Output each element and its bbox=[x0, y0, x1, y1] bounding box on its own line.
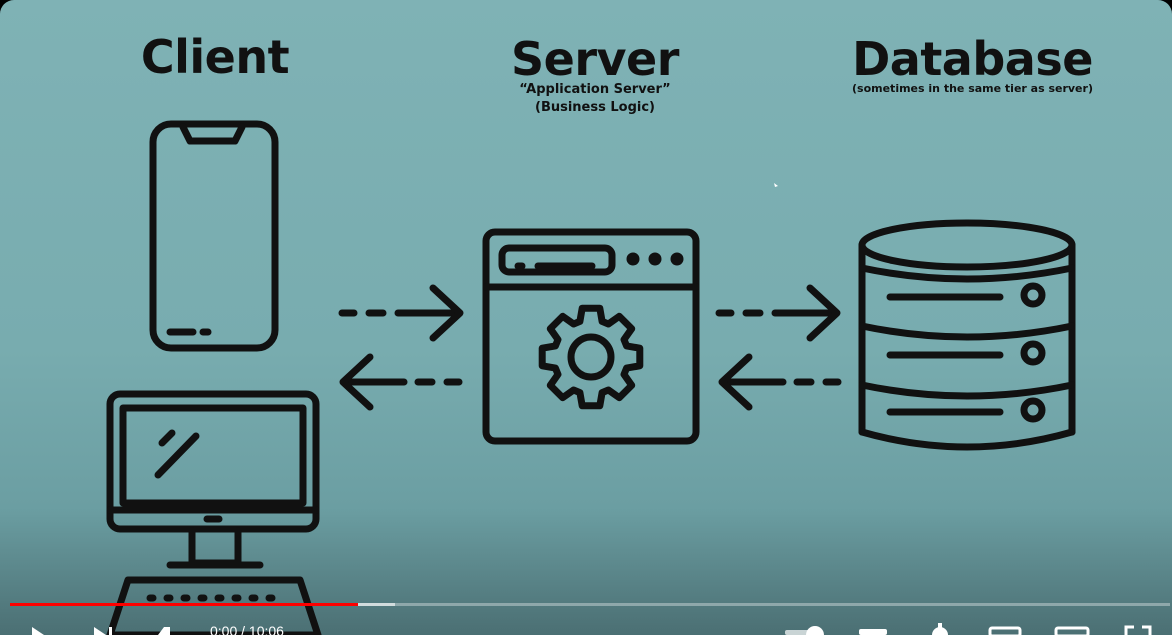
settings-gear-icon[interactable] bbox=[926, 623, 954, 635]
play-icon[interactable] bbox=[30, 627, 48, 635]
subtitles-icon[interactable] bbox=[858, 627, 890, 635]
arrow-server-to-database bbox=[715, 284, 841, 342]
fullscreen-icon[interactable] bbox=[1124, 625, 1154, 635]
database-icon bbox=[858, 219, 1076, 451]
smartphone-icon bbox=[149, 120, 279, 352]
next-icon[interactable] bbox=[92, 627, 118, 635]
gear-icon bbox=[538, 304, 644, 410]
arrow-database-to-server bbox=[718, 353, 842, 411]
database-subtitle: (sometimes in the same tier as server) bbox=[852, 82, 1093, 95]
time-readout: 0:00 / 10:06 bbox=[210, 623, 284, 635]
database-heading: Database bbox=[852, 32, 1093, 86]
server-subtitle-application: “Application Server” bbox=[519, 82, 671, 97]
arrow-server-to-client bbox=[339, 353, 463, 411]
mouse-cursor-icon bbox=[774, 183, 778, 187]
autoplay-toggle[interactable] bbox=[785, 625, 827, 635]
server-window-icon bbox=[482, 228, 700, 445]
player-controls: 0:00 / 10:06 bbox=[0, 595, 1172, 635]
miniplayer-icon[interactable] bbox=[988, 626, 1024, 635]
server-heading: Server bbox=[511, 32, 679, 86]
progress-played bbox=[10, 603, 358, 606]
volume-icon[interactable] bbox=[158, 627, 178, 635]
server-subtitle-business: (Business Logic) bbox=[535, 100, 655, 115]
progress-track[interactable] bbox=[10, 603, 1170, 606]
arrow-client-to-server bbox=[338, 284, 464, 342]
desktop-computer-icon bbox=[106, 390, 322, 635]
client-heading: Client bbox=[140, 30, 290, 84]
theater-mode-icon[interactable] bbox=[1054, 626, 1092, 635]
